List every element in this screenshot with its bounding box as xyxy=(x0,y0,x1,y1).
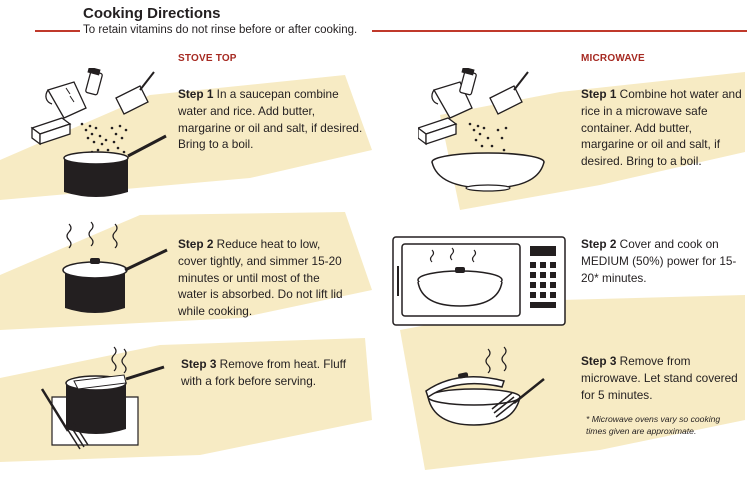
butter-stick-icon xyxy=(30,117,72,146)
stove-top-heading: STOVE TOP xyxy=(178,53,237,64)
stove-step-2-label: Step 2 xyxy=(178,237,214,251)
covered-saucepan-icon xyxy=(62,248,168,313)
stove-fluff-illustration xyxy=(40,346,165,450)
stove-step-3-text: Remove from heat. Fluff with a fork befo… xyxy=(181,357,347,388)
stove-simmer-illustration xyxy=(62,221,168,313)
stove-step-1: Step 1 In a saucepan combine water and r… xyxy=(178,86,363,153)
stove-pour-illustration xyxy=(30,68,167,197)
microwave-step-3: Step 3 Remove from microwave. Let stand … xyxy=(581,353,741,403)
saucepan-icon xyxy=(63,134,167,197)
microwave-step-3-text: Remove from microwave. Let stand covered… xyxy=(581,354,738,402)
microwave-step-1-text: Combine hot water and rice in a microwav… xyxy=(581,87,742,169)
small-pan-icon xyxy=(115,71,155,115)
steam-icon xyxy=(111,346,127,374)
open-saucepan-icon xyxy=(65,365,165,434)
stove-step-2: Step 2 Reduce heat to low, cover tightly… xyxy=(178,236,350,320)
steam-icon xyxy=(66,221,118,249)
fork-icon xyxy=(40,388,89,450)
microwave-stand-illustration xyxy=(425,346,545,426)
small-pan-icon xyxy=(489,71,529,115)
microwave-step-2-label: Step 2 xyxy=(581,237,617,251)
steam-icon xyxy=(485,346,507,374)
fork-icon xyxy=(491,378,545,418)
microwave-oven-illustration xyxy=(392,236,566,326)
stove-step-3-label: Step 3 xyxy=(181,357,217,371)
microwave-step-2: Step 2 Cover and cook on MEDIUM (50%) po… xyxy=(581,236,745,286)
butter-stick-icon xyxy=(418,117,458,146)
covered-dish-icon xyxy=(425,372,521,426)
header-rule-right xyxy=(372,30,747,32)
microwave-pour-illustration xyxy=(418,68,545,192)
salt-shaker-icon xyxy=(459,68,477,96)
page-title: Cooking Directions xyxy=(83,5,221,22)
microwave-step-2-text: Cover and cook on MEDIUM (50%) power for… xyxy=(581,237,737,285)
salt-shaker-icon xyxy=(85,68,103,96)
measuring-cup-icon xyxy=(45,81,87,119)
stove-step-1-text: In a saucepan combine water and rice. Ad… xyxy=(178,87,363,152)
microwave-bowl-icon xyxy=(431,152,545,192)
steam-icon xyxy=(429,247,477,263)
keypad-icon xyxy=(530,246,556,308)
stove-step-3: Step 3 Remove from heat. Fluff with a fo… xyxy=(181,356,361,390)
header-rule-left xyxy=(35,30,80,32)
microwave-step-1-label: Step 1 xyxy=(581,87,617,101)
rice-stream xyxy=(468,122,508,158)
microwave-step-3-label: Step 3 xyxy=(581,354,617,368)
stove-step-2-text: Reduce heat to low, cover tightly, and s… xyxy=(178,237,343,319)
stove-step-1-label: Step 1 xyxy=(178,87,214,101)
covered-dish-icon xyxy=(417,267,503,307)
microwave-step-1: Step 1 Combine hot water and rice in a m… xyxy=(581,86,745,170)
microwave-heading: MICROWAVE xyxy=(581,53,645,64)
microwave-footnote: * Microwave ovens vary so cooking times … xyxy=(586,414,721,436)
page-subtitle: To retain vitamins do not rinse before o… xyxy=(83,24,358,36)
